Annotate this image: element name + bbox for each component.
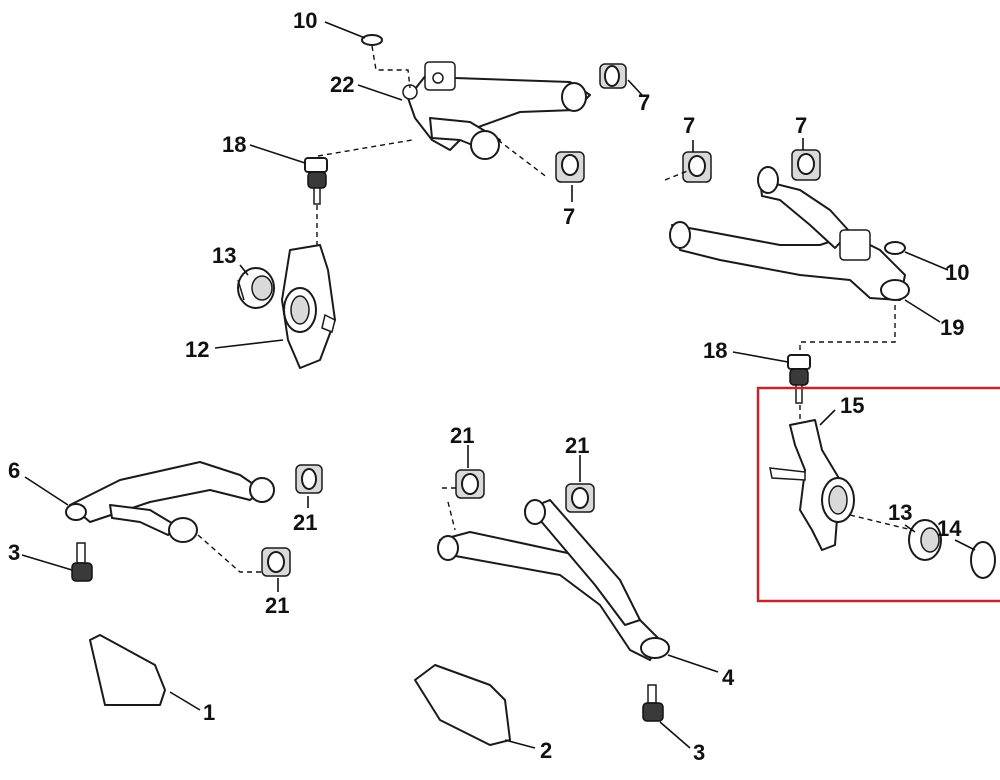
- callout-21: 21: [265, 593, 289, 618]
- guide-line: [197, 534, 262, 573]
- callout-10: 10: [945, 260, 969, 285]
- callout-21: 21: [565, 433, 589, 458]
- o-ring-10-right: [884, 241, 906, 255]
- guard-1: [89, 634, 166, 706]
- snap-ring-14: [970, 541, 996, 579]
- callout-13: 13: [212, 243, 236, 268]
- callout-10: 10: [293, 8, 317, 33]
- callout-21: 21: [293, 510, 317, 535]
- ball-joint-3-center: [642, 684, 664, 722]
- bushing-7-top-b: [470, 130, 585, 183]
- callout-12: 12: [185, 337, 209, 362]
- knuckle-15: [769, 419, 855, 551]
- bushing-21-bl-a: [295, 464, 323, 494]
- highlight-box: [756, 386, 1000, 603]
- callout-7: 7: [795, 113, 807, 138]
- ball-joint-3-left: [71, 542, 93, 582]
- guide-line: [497, 139, 549, 179]
- ball-joint-18-right: [787, 354, 811, 404]
- bushing-7-right-a: [682, 151, 712, 183]
- guide-line: [317, 139, 413, 157]
- lower-a-arm-right: [669, 166, 910, 301]
- bushing-21-bc-a: [455, 469, 485, 499]
- knuckle-12: [281, 244, 336, 369]
- o-ring-10-top: [361, 34, 383, 46]
- bearing-13-right: [908, 519, 942, 561]
- leader-lines: [21, 21, 976, 749]
- guard-2: [414, 664, 511, 746]
- callout-21: 21: [450, 423, 474, 448]
- guide-line: [664, 169, 691, 181]
- bushing-21-bl-b: [261, 547, 291, 577]
- bearing-13-top: [237, 267, 275, 309]
- guide-line: [447, 501, 456, 531]
- bushing-7-right-b: [791, 149, 821, 181]
- callout-14: 14: [937, 516, 962, 541]
- callout-7: 7: [638, 90, 650, 115]
- bushing-7-top-a: [561, 63, 627, 112]
- callout-19: 19: [940, 315, 964, 340]
- upper-arm-bottom-left: [65, 461, 275, 543]
- callout-18: 18: [703, 338, 727, 363]
- callout-1: 1: [203, 700, 215, 725]
- callout-4: 4: [722, 665, 735, 690]
- callout-6: 6: [8, 458, 20, 483]
- callout-18: 18: [222, 132, 246, 157]
- callout-15: 15: [840, 393, 864, 418]
- callout-7: 7: [683, 113, 695, 138]
- callout-2: 2: [540, 738, 552, 763]
- callout-3: 3: [8, 540, 20, 565]
- callout-3: 3: [693, 740, 705, 765]
- guide-line: [371, 45, 411, 89]
- guide-line: [799, 305, 896, 355]
- lower-arm-bottom-center: [437, 499, 670, 661]
- guide-line: [849, 514, 913, 531]
- ball-joint-18-top: [304, 157, 328, 205]
- bushing-21-bc-b: [565, 483, 595, 513]
- callout-7: 7: [563, 204, 575, 229]
- callout-13: 13: [888, 500, 912, 525]
- callout-22: 22: [330, 72, 354, 97]
